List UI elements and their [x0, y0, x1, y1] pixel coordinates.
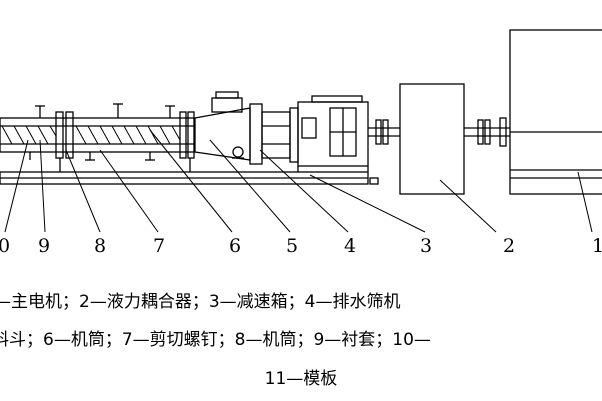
- main-motor: [509, 29, 602, 195]
- label-9: 9: [38, 235, 50, 257]
- label-5: 5: [286, 235, 298, 257]
- label-4: 4: [344, 235, 356, 257]
- screw-flights: [1, 125, 181, 145]
- label-6: 6: [229, 235, 241, 257]
- reducer-box: [399, 83, 465, 195]
- label-8: 8: [94, 235, 106, 257]
- coupling-1: [368, 119, 400, 145]
- coupling-2: [464, 117, 510, 147]
- caption-line-3: 11—模板: [264, 369, 338, 389]
- barrel: [0, 103, 196, 172]
- caption-line-2: 料斗；6—机筒；7—剪切螺钉；8—机筒；9—衬套；10—: [0, 330, 431, 350]
- label-3: 3: [420, 235, 432, 257]
- leader-lines: [4, 129, 593, 233]
- drive-box: [297, 95, 369, 172]
- bearing-housing: [249, 103, 299, 165]
- label-10: 0: [0, 235, 10, 257]
- label-7: 7: [153, 235, 165, 257]
- cone-section: [194, 91, 251, 161]
- label-2: 2: [503, 235, 515, 257]
- caption-line-1: —主电机；2—液力耦合器；3—减速箱；4—排水筛机: [0, 292, 401, 312]
- label-1: 1: [592, 235, 602, 257]
